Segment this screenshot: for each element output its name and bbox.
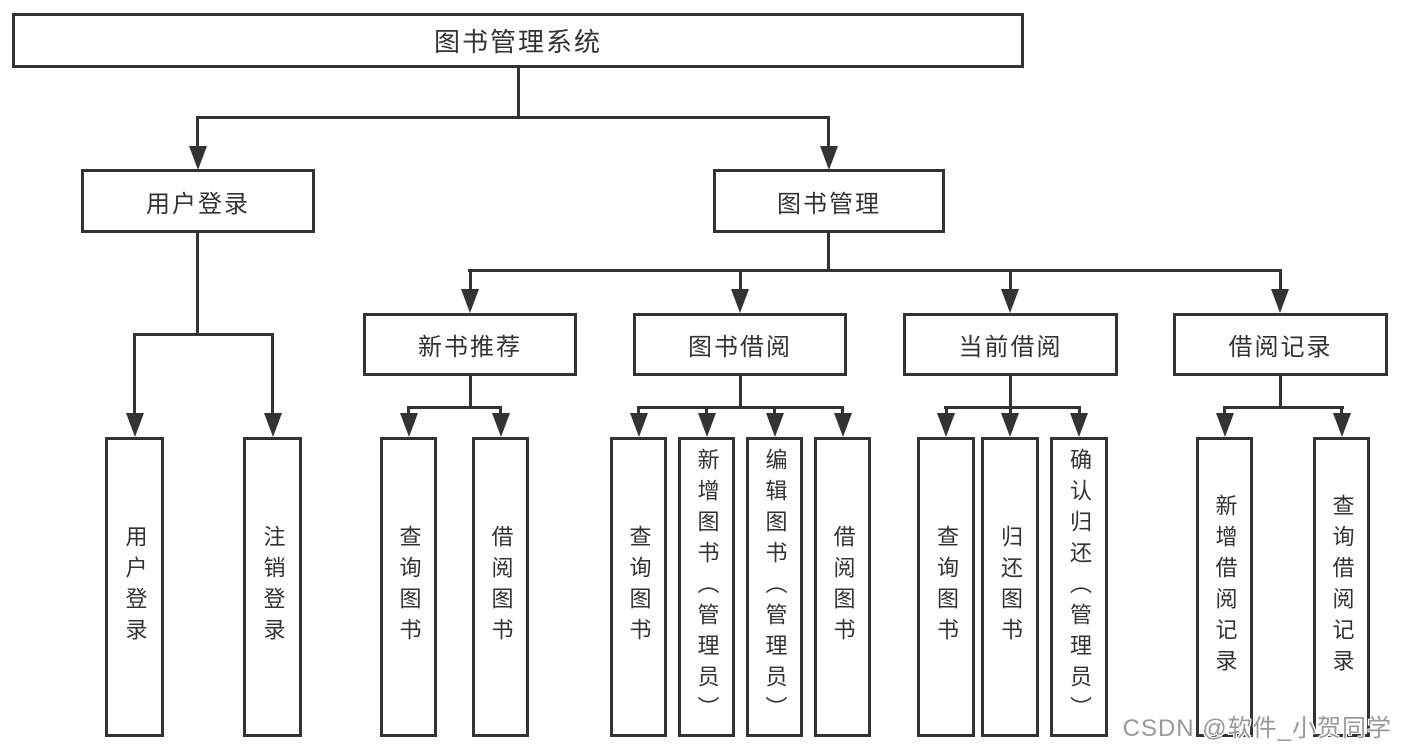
node-root: 图书管理系统 <box>12 13 1024 68</box>
leaf-borrow-book: 借阅图书 <box>814 437 871 737</box>
arrowhead-book-borrow-icon <box>731 289 749 313</box>
arrowhead-user-login-icon <box>189 146 207 170</box>
connector-shaft-user-login <box>196 116 199 150</box>
connector-shaft-new-book-recommend <box>469 269 472 292</box>
leaf-current-query-books-label: 查询图书 <box>934 525 959 649</box>
connector-records-leaves-rail <box>1223 406 1344 409</box>
connector-shaft-current-borrow <box>1009 269 1012 292</box>
node-current-borrow-label: 当前借阅 <box>958 334 1063 361</box>
leaf-add-book-admin: 新增图书（管理员） <box>678 437 735 737</box>
connector-current-leaves-rail <box>944 406 1081 409</box>
connector-level2-rail <box>196 116 830 119</box>
leaf-borrow-query-books: 查询图书 <box>610 437 667 737</box>
connector-recommend-stem <box>469 374 472 409</box>
node-root-label: 图书管理系统 <box>433 27 602 57</box>
leaf-query-borrow-record: 查询借阅记录 <box>1313 437 1370 737</box>
leaf-query-borrow-record-label: 查询借阅记录 <box>1329 494 1355 680</box>
leaf-return-book: 归还图书 <box>981 437 1039 737</box>
arrowhead-current-borrow-icon <box>1001 289 1019 313</box>
arrowhead-add-record-icon <box>1216 413 1234 437</box>
node-book-management-label: 图书管理 <box>777 190 881 218</box>
leaf-add-book-admin-label: 新增图书（管理员） <box>694 447 720 727</box>
leaf-edit-book-admin-label: 编辑图书（管理员） <box>762 447 788 727</box>
node-borrow-records-label: 借阅记录 <box>1228 334 1333 361</box>
csdn-watermark: CSDN @软件_小贺同学 <box>1122 715 1392 742</box>
arrowhead-edit-book-icon <box>766 413 784 437</box>
connector-shaft-confirm-return <box>1078 406 1081 416</box>
node-new-book-recommend: 新书推荐 <box>363 313 577 376</box>
arrowhead-recommend-query-icon <box>400 413 418 437</box>
connector-level3-rail <box>468 269 1282 272</box>
connector-root-stem <box>517 68 520 118</box>
leaf-add-borrow-record-label: 新增借阅记录 <box>1212 494 1238 680</box>
leaf-user-login-label: 用户登录 <box>122 525 148 649</box>
leaf-recommend-borrow-books: 借阅图书 <box>472 437 529 737</box>
arrowhead-leaf-logout-icon <box>264 413 282 437</box>
connector-current-stem <box>1009 374 1012 409</box>
node-book-borrow: 图书借阅 <box>633 313 847 376</box>
arrowhead-borrow-query-icon <box>630 413 648 437</box>
connector-shaft-book-management <box>827 116 830 150</box>
leaf-recommend-query-books: 查询图书 <box>380 437 437 737</box>
connector-user-login-stem <box>196 233 199 336</box>
connector-shaft-book-borrow <box>739 269 742 292</box>
node-book-borrow-label: 图书借阅 <box>688 334 792 361</box>
node-current-borrow: 当前借阅 <box>903 313 1118 376</box>
arrowhead-query-record-icon <box>1333 413 1351 437</box>
connector-shaft-borrow-book <box>841 406 844 416</box>
arrowhead-borrow-records-icon <box>1271 289 1289 313</box>
arrowhead-leaf-user-login-icon <box>126 413 144 437</box>
leaf-current-query-books: 查询图书 <box>917 437 975 737</box>
leaf-recommend-query-books-label: 查询图书 <box>396 525 422 649</box>
node-new-book-recommend-label: 新书推荐 <box>418 334 522 361</box>
arrowhead-new-book-recommend-icon <box>461 289 479 313</box>
connector-shaft-add-record <box>1223 406 1226 416</box>
connector-borrow-stem <box>739 374 742 409</box>
leaf-confirm-return-admin: 确认归还（管理员） <box>1050 437 1108 737</box>
node-book-management: 图书管理 <box>713 169 945 233</box>
arrowhead-add-book-icon <box>698 413 716 437</box>
leaf-recommend-borrow-books-label: 借阅图书 <box>488 525 514 649</box>
connector-shaft-add-book <box>705 406 708 416</box>
connector-shaft-edit-book <box>773 406 776 416</box>
connector-records-stem <box>1279 374 1282 409</box>
arrowhead-return-book-icon <box>1001 413 1019 437</box>
connector-shaft-recommend-borrow <box>499 406 502 416</box>
connector-shaft-borrow-records <box>1279 269 1282 292</box>
arrowhead-borrow-book-icon <box>834 413 852 437</box>
node-user-login-label: 用户登录 <box>146 190 250 218</box>
leaf-edit-book-admin: 编辑图书（管理员） <box>746 437 803 737</box>
connector-recommend-leaves-rail <box>407 406 502 409</box>
connector-shaft-return-book <box>1009 406 1012 416</box>
arrowhead-recommend-borrow-icon <box>492 413 510 437</box>
connector-borrow-leaves-rail <box>637 406 844 409</box>
leaf-add-borrow-record: 新增借阅记录 <box>1196 437 1253 737</box>
connector-shaft-recommend-query <box>407 406 410 416</box>
connector-book-management-stem <box>827 233 830 272</box>
connector-shaft-query-record <box>1340 406 1343 416</box>
leaf-confirm-return-admin-label: 确认归还（管理员） <box>1067 447 1092 727</box>
arrowhead-current-query-icon <box>937 413 955 437</box>
connector-user-leaves-rail <box>133 333 274 336</box>
connector-shaft-leaf-logout <box>271 333 274 415</box>
arrowhead-book-management-icon <box>820 146 838 170</box>
leaf-logout: 注销登录 <box>243 437 302 737</box>
leaf-borrow-query-books-label: 查询图书 <box>626 525 652 649</box>
connector-shaft-leaf-user-login <box>133 333 136 415</box>
node-borrow-records: 借阅记录 <box>1173 313 1388 376</box>
leaf-return-book-label: 归还图书 <box>998 525 1023 649</box>
connector-shaft-current-query <box>945 406 948 416</box>
leaf-logout-label: 注销登录 <box>260 525 286 649</box>
leaf-borrow-book-label: 借阅图书 <box>830 525 856 649</box>
node-user-login: 用户登录 <box>81 169 315 233</box>
arrowhead-confirm-return-icon <box>1070 413 1088 437</box>
connector-shaft-borrow-query <box>637 406 640 416</box>
leaf-user-login: 用户登录 <box>105 437 164 737</box>
